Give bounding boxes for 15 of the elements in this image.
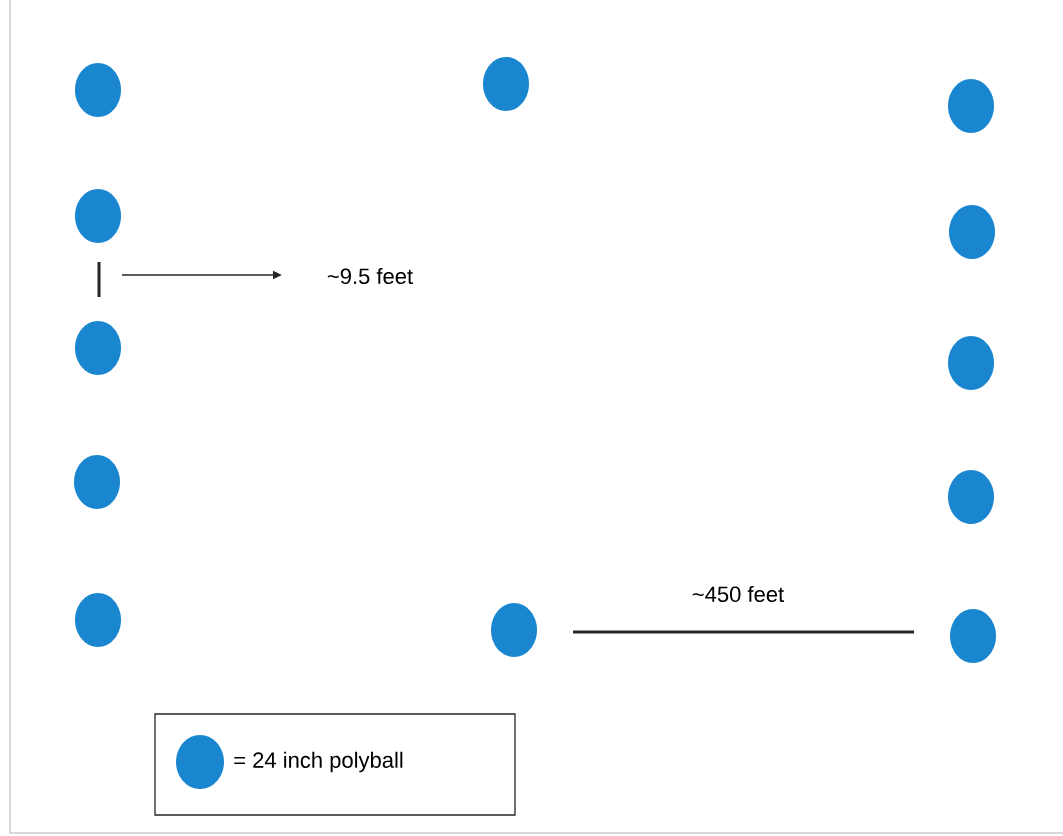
polyball [948,79,994,133]
polyball [491,603,537,657]
legend-text: = 24 inch polyball [234,751,403,773]
polyball [75,321,121,375]
polyball [948,336,994,390]
polyball [948,470,994,524]
polyball [483,57,529,111]
polyball [74,455,120,509]
polyball [75,63,121,117]
polyball [75,593,121,647]
polyball [949,205,995,259]
dimension-label: ~9.5 feet [327,267,413,285]
polyball [75,189,121,243]
dimension-label: ~450 feet [692,585,784,603]
polyball [950,609,996,663]
